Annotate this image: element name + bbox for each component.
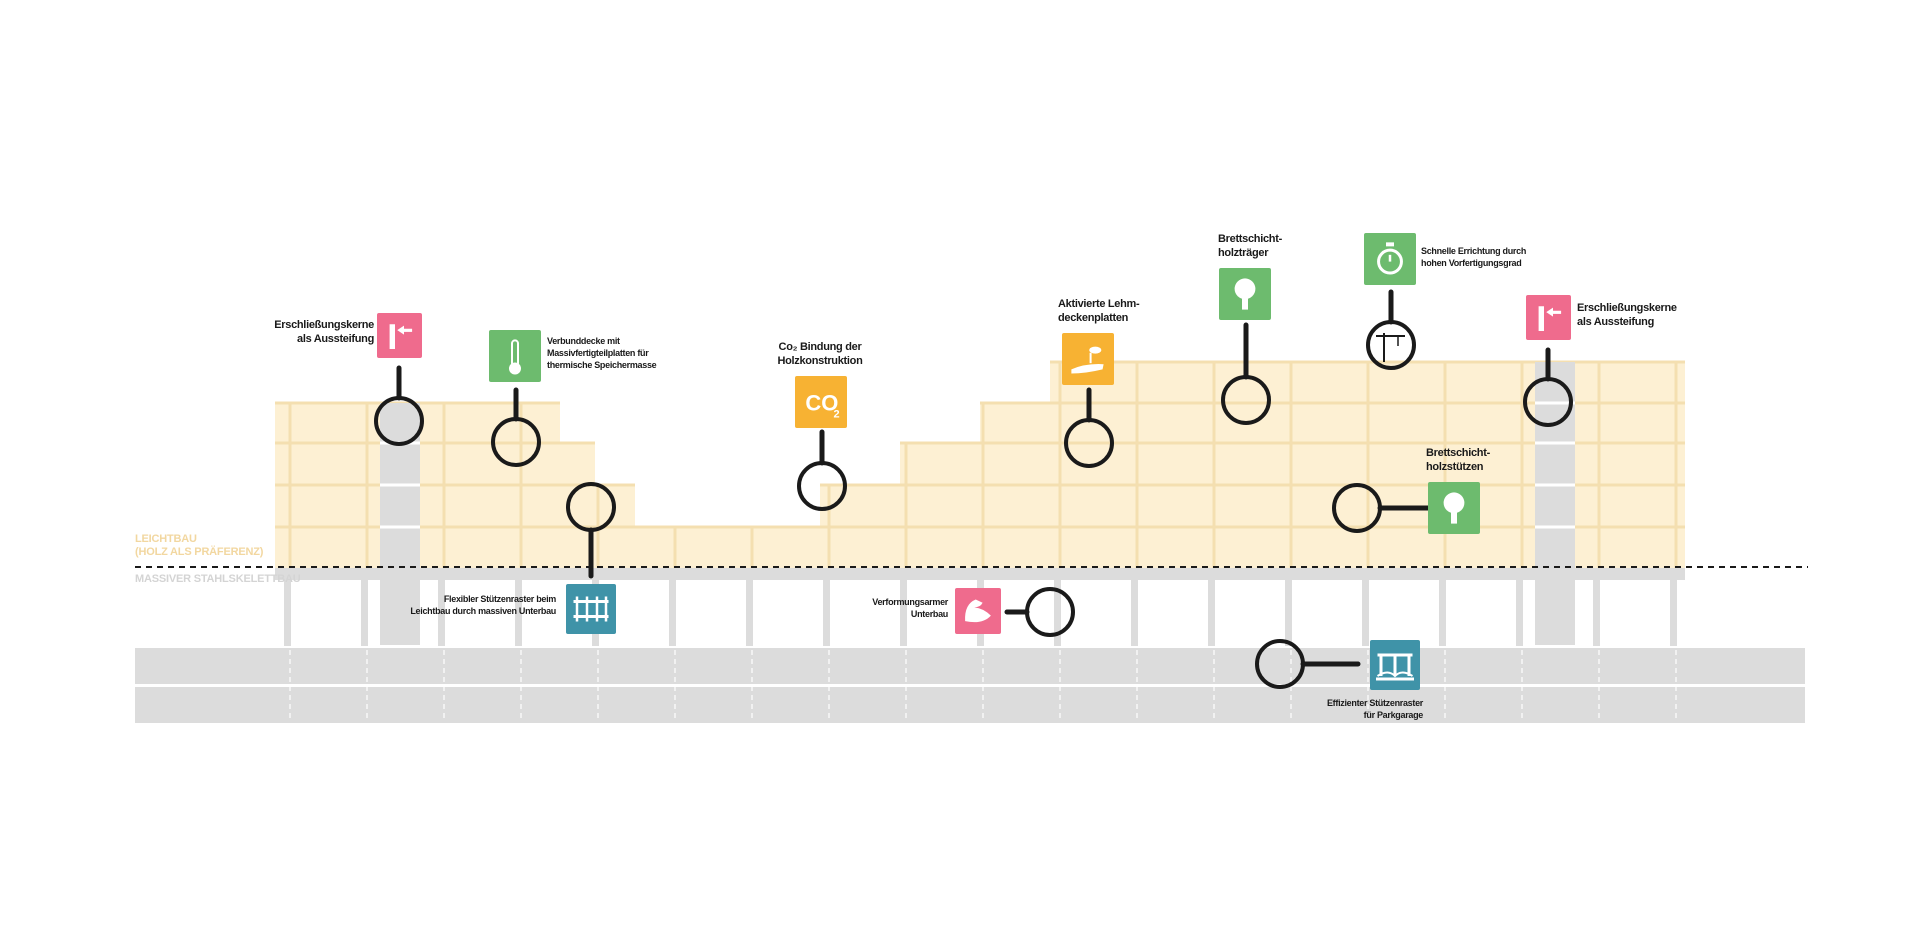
parking-garage	[135, 648, 1805, 723]
stair-core-arrow-tail	[1552, 310, 1562, 314]
label-co2: Co₂ Bindung der Holzkonstruktion	[777, 341, 863, 367]
thermometer-icon	[489, 330, 541, 382]
thermometer-bulb	[509, 362, 521, 375]
strong-arm-icon	[955, 588, 1001, 634]
hand-sprout-icon	[1062, 333, 1114, 385]
stair-core-icon	[377, 313, 422, 358]
parking-grid-magnifier-circle	[1255, 639, 1305, 689]
composite-slab-tile	[489, 330, 541, 382]
steel-column	[1285, 580, 1292, 646]
core-left-tile	[377, 313, 422, 358]
tree-trunk	[1242, 295, 1248, 310]
steel-column	[1516, 580, 1523, 646]
layer-label-light-line1: LEICHTBAU	[135, 533, 197, 545]
column-grid-icon	[566, 584, 616, 634]
label-parking-grid: Effizienter Stützenraster für Parkgarage	[1326, 698, 1423, 720]
label-low-deformation: Verformungsarmer Unterbau	[872, 597, 948, 619]
sprout-leaf	[1089, 346, 1102, 354]
annotation-icons: CO2	[377, 233, 1571, 690]
steel-column	[1670, 580, 1677, 646]
layer-label-heavy: MASSIVER STAHLSKELETTBAU	[135, 573, 301, 585]
parking-level-lower	[135, 687, 1805, 723]
parking-level-upper	[135, 648, 1805, 684]
label-clay-slabs: Aktivierte Lehm- deckenplatten	[1058, 298, 1140, 324]
column-grid-upper-tile	[566, 584, 616, 634]
core-right-magnifier-circle	[1523, 377, 1573, 427]
steel-column	[669, 580, 676, 646]
label-column-grid-upper: Flexibler Stützenraster beim Leichtbau d…	[410, 594, 556, 616]
steel-column	[361, 580, 368, 646]
stair-core-bar	[389, 324, 395, 349]
core-right-tile	[1526, 295, 1571, 340]
label-composite-slab: Verbunddecke mit Massivfertigteilplatten…	[547, 336, 657, 370]
label-fast-erection: Schnelle Errichtung durch hohen Vorferti…	[1421, 246, 1527, 268]
label-core-right: Erschließungskerne als Aussteifung	[1577, 302, 1677, 328]
co2-tile	[795, 376, 847, 428]
annotation-connectors	[374, 289, 1573, 689]
core-left-magnifier-circle	[374, 396, 424, 446]
steel-column	[284, 580, 291, 646]
parking-grid-dashes	[135, 650, 1805, 722]
arm-shape	[965, 599, 991, 623]
stair-core-arrow	[397, 325, 404, 335]
parking-grid-arch	[1376, 671, 1414, 678]
steel-column	[1208, 580, 1215, 646]
label-glulam-columns: Brettschicht- holzstützen	[1426, 447, 1490, 473]
tree-icon	[1219, 268, 1271, 320]
layer-label-light-line2: (HOLZ ALS PRÄFERENZ)	[135, 546, 264, 558]
label-core-left: Erschließungskerne als Aussteifung	[274, 319, 374, 345]
steel-column	[515, 580, 522, 646]
clay-slabs-tile	[1062, 333, 1114, 385]
steel-column	[1131, 580, 1138, 646]
steel-column	[438, 580, 445, 646]
parking-grid-icon	[1370, 640, 1420, 690]
stair-core-arrow	[1546, 307, 1553, 317]
tree-icon	[1428, 482, 1480, 534]
transfer-slab	[275, 568, 1685, 580]
layer-label-light: LEICHTBAU (HOLZ ALS PRÄFERENZ)	[135, 533, 263, 559]
low-deformation-magnifier-circle	[1025, 587, 1075, 637]
timber-block-f	[900, 443, 980, 570]
tree-trunk	[1451, 509, 1457, 524]
stair-core-icon	[1526, 295, 1571, 340]
tree-crown	[1443, 492, 1465, 514]
stair-core-arrow-tail	[403, 328, 413, 332]
stair-core-bar	[1538, 306, 1544, 331]
hand-shape	[1071, 364, 1104, 374]
co2-icon: CO2	[795, 376, 847, 428]
label-glulam-beams: Brettschicht- holzträger	[1218, 233, 1282, 259]
steel-column	[1439, 580, 1446, 646]
stopwatch-button	[1386, 242, 1394, 247]
stopwatch-face	[1377, 248, 1403, 275]
steel-column	[823, 580, 830, 646]
steel-column	[1593, 580, 1600, 646]
co2-text: CO	[805, 390, 838, 415]
clay-slabs-magnifier-circle	[1064, 418, 1114, 468]
steel-column	[900, 580, 907, 646]
glulam-beams-magnifier-circle	[1221, 375, 1271, 425]
column-grid-upper-magnifier-circle	[566, 482, 616, 532]
tree-crown	[1234, 278, 1256, 300]
steel-column	[746, 580, 753, 646]
steel-column	[1054, 580, 1061, 646]
fast-erection-magnifier-circle	[1366, 320, 1416, 370]
co2-magnifier-circle	[797, 461, 847, 511]
stopwatch-icon	[1364, 233, 1416, 285]
composite-slab-magnifier-circle	[491, 417, 541, 467]
timber-block-d	[635, 527, 820, 570]
co2-subscript: 2	[833, 409, 839, 421]
glulam-columns-magnifier-circle	[1332, 483, 1382, 533]
steel-column	[1362, 580, 1369, 646]
